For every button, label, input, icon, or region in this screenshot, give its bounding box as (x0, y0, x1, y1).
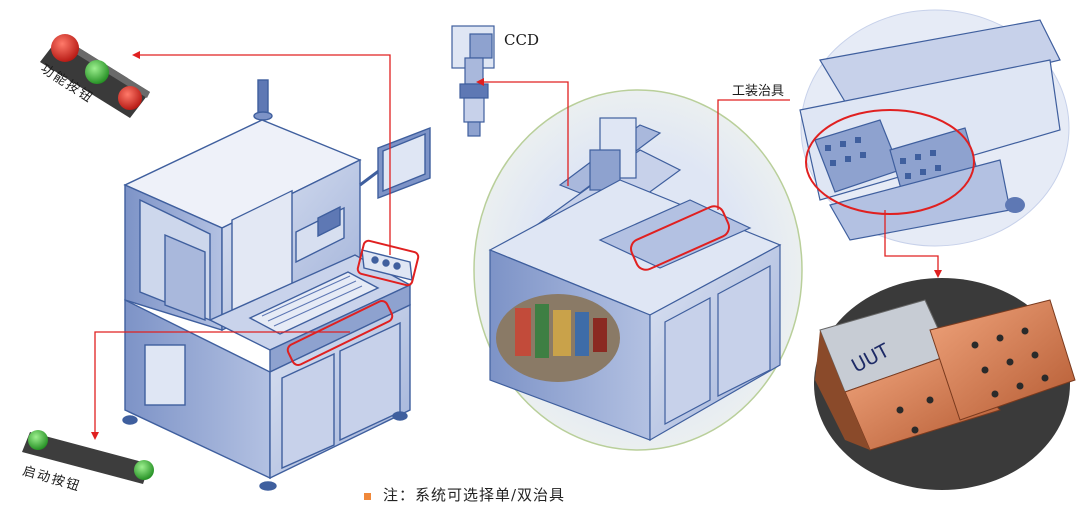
ccd-camera (451, 25, 495, 137)
green-indicator-icon (85, 60, 109, 84)
leader-lines (91, 51, 391, 440)
detail-view-machine (473, 89, 803, 451)
fixture-label: 工装治具 (732, 84, 785, 99)
red-indicator-icon (118, 86, 142, 110)
function-button-panel (40, 34, 150, 118)
bullet-icon (364, 492, 371, 500)
footnote-text: 注：系统可选择单/双治具 (383, 486, 566, 504)
green-indicator-icon (28, 430, 48, 450)
main-machine (122, 79, 431, 491)
start-button-panel (22, 430, 154, 484)
footnote: 注：系统可选择单/双治具 (364, 484, 565, 505)
red-indicator-icon (51, 34, 79, 62)
green-indicator-icon (134, 460, 154, 480)
electrical-cabinet-inset (496, 294, 620, 382)
ccd-label: CCD (504, 31, 539, 49)
fixture-detail-view (799, 9, 1070, 278)
main-machine-highlights (286, 239, 420, 366)
uut-photo-view (814, 278, 1076, 490)
detail-view-highlights (476, 78, 790, 271)
